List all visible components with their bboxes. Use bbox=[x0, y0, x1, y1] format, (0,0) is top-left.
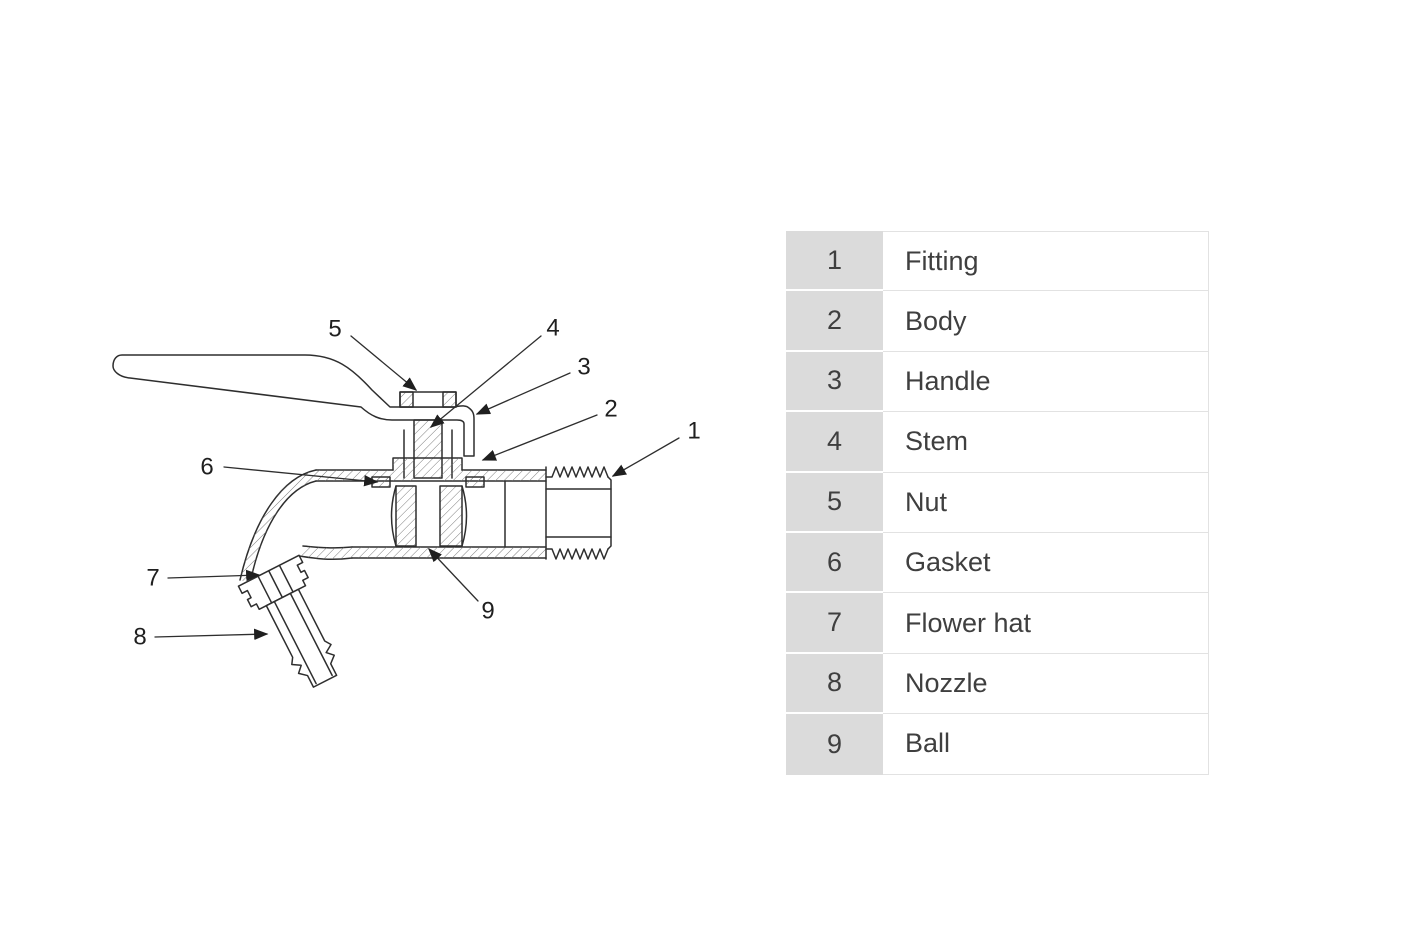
fitting-drawing bbox=[545, 466, 612, 560]
table-row: 4 Stem bbox=[786, 412, 1209, 473]
legend-row-label: Handle bbox=[883, 351, 1209, 413]
legend-row-label: Flower hat bbox=[883, 593, 1209, 654]
legend-row-number: 9 bbox=[786, 714, 883, 775]
ball-drawing bbox=[390, 485, 468, 547]
table-row: 3 Handle bbox=[786, 351, 1209, 413]
leader-line-1 bbox=[611, 437, 680, 477]
callout-number-9: 9 bbox=[481, 597, 494, 624]
legend-row-label: Gasket bbox=[883, 532, 1209, 594]
legend-row-number: 2 bbox=[786, 291, 883, 352]
nut-drawing bbox=[399, 391, 457, 408]
handle-drawing bbox=[112, 354, 475, 457]
leader-line-2 bbox=[481, 414, 598, 461]
legend-row-number: 7 bbox=[786, 593, 883, 654]
legend-row-label: Nut bbox=[883, 472, 1209, 533]
body-drawing bbox=[315, 457, 547, 560]
leader-line-7 bbox=[167, 569, 261, 582]
leader-line-5 bbox=[350, 335, 418, 391]
table-row: 9 Ball bbox=[786, 714, 1209, 775]
leader-line-4 bbox=[429, 335, 542, 428]
callout-number-2: 2 bbox=[604, 395, 617, 422]
legend-row-number: 4 bbox=[786, 412, 883, 473]
legend-row-number: 5 bbox=[786, 472, 883, 533]
leader-line-6 bbox=[223, 466, 379, 487]
table-row: 6 Gasket bbox=[786, 532, 1209, 594]
legend-row-number: 1 bbox=[786, 231, 883, 292]
legend-row-label: Body bbox=[883, 291, 1209, 352]
leader-line-3 bbox=[475, 372, 571, 415]
table-row: 8 Nozzle bbox=[786, 653, 1209, 715]
table-row: 5 Nut bbox=[786, 472, 1209, 533]
stem-drawing bbox=[403, 419, 453, 479]
leader-lines bbox=[154, 335, 680, 641]
table-row: 2 Body bbox=[786, 291, 1209, 352]
legend-row-number: 6 bbox=[786, 532, 883, 594]
leader-line-8 bbox=[154, 628, 269, 641]
legend-row-label: Stem bbox=[883, 412, 1209, 473]
table-row: 1 Fitting bbox=[786, 231, 1209, 292]
callout-number-5: 5 bbox=[328, 315, 341, 342]
callout-number-4: 4 bbox=[546, 314, 559, 341]
parts-legend-table: 1 Fitting 2 Body 3 Handle 4 Stem 5 Nut 6… bbox=[786, 231, 1209, 775]
leader-line-9 bbox=[428, 547, 479, 602]
legend-row-label: Fitting bbox=[883, 231, 1209, 292]
legend-row-label: Ball bbox=[883, 714, 1209, 775]
callout-number-1: 1 bbox=[687, 417, 700, 444]
legend-row-number: 8 bbox=[786, 653, 883, 715]
callout-number-7: 7 bbox=[146, 564, 159, 591]
table-row: 7 Flower hat bbox=[786, 593, 1209, 654]
legend-row-number: 3 bbox=[786, 351, 883, 413]
callout-number-8: 8 bbox=[133, 623, 146, 650]
legend-row-label: Nozzle bbox=[883, 653, 1209, 715]
callout-number-3: 3 bbox=[577, 353, 590, 380]
callout-number-6: 6 bbox=[200, 453, 213, 480]
nozzle-drawing bbox=[265, 588, 338, 688]
